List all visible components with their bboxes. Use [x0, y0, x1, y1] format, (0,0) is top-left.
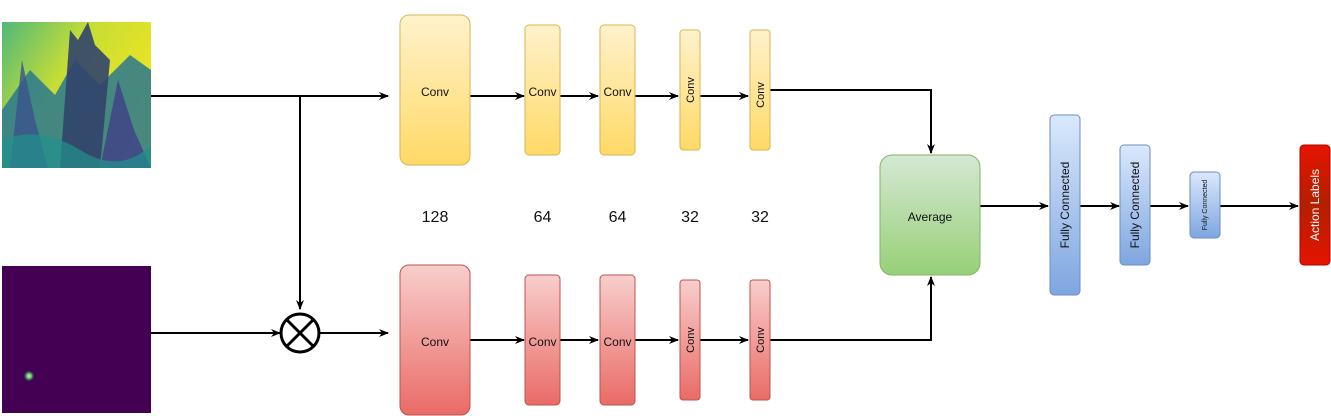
svg-text:Conv: Conv — [421, 335, 449, 349]
svg-text:Conv: Conv — [685, 327, 697, 353]
rgb-input-image — [2, 22, 151, 168]
svg-text:Action Labels: Action Labels — [1308, 169, 1322, 241]
heatmap-input-image — [2, 266, 151, 413]
action-labels-block: Action Labels — [1299, 144, 1331, 266]
top-conv-4: Conv — [679, 29, 701, 151]
top-conv-3: Conv — [599, 24, 636, 156]
top-conv-5: Conv — [749, 29, 771, 151]
fully-connected-2: Fully Connected — [1119, 144, 1151, 266]
svg-text:Fully Connected: Fully Connected — [1202, 180, 1209, 231]
bottom-conv-4: Conv — [679, 279, 701, 401]
channel-size-label: 64 — [609, 209, 627, 226]
bottom-conv-1: Conv — [399, 264, 471, 416]
top-conv-1: Conv — [399, 14, 471, 166]
bottom-conv-3: Conv — [599, 274, 636, 406]
fully-connected-1: Fully Connected — [1049, 114, 1081, 296]
channel-size-label: 32 — [751, 209, 769, 226]
channel-size-label: 32 — [681, 209, 699, 226]
svg-text:Conv: Conv — [528, 85, 556, 99]
multiply-operator-icon — [279, 312, 321, 354]
svg-text:Average: Average — [908, 210, 953, 224]
svg-text:Conv: Conv — [603, 335, 631, 349]
bottom-conv-5: Conv — [749, 279, 771, 401]
average-block: Average — [879, 154, 981, 276]
channel-size-label: 128 — [422, 209, 449, 226]
channel-sizes: 128 64 64 32 32 — [422, 209, 769, 226]
fully-connected-3: Fully Connected — [1189, 171, 1221, 239]
svg-text:Conv: Conv — [528, 335, 556, 349]
bottom-conv-2: Conv — [524, 274, 561, 406]
channel-size-label: 64 — [534, 209, 552, 226]
svg-text:Conv: Conv — [421, 85, 449, 99]
svg-text:Conv: Conv — [603, 85, 631, 99]
top-conv-2: Conv — [524, 24, 561, 156]
svg-text:Conv: Conv — [685, 77, 697, 103]
svg-text:Conv: Conv — [755, 82, 767, 108]
svg-text:Fully Connected: Fully Connected — [1058, 162, 1072, 249]
svg-text:Fully Connected: Fully Connected — [1128, 162, 1142, 249]
connections — [151, 89, 1299, 344]
svg-text:Conv: Conv — [755, 327, 767, 353]
